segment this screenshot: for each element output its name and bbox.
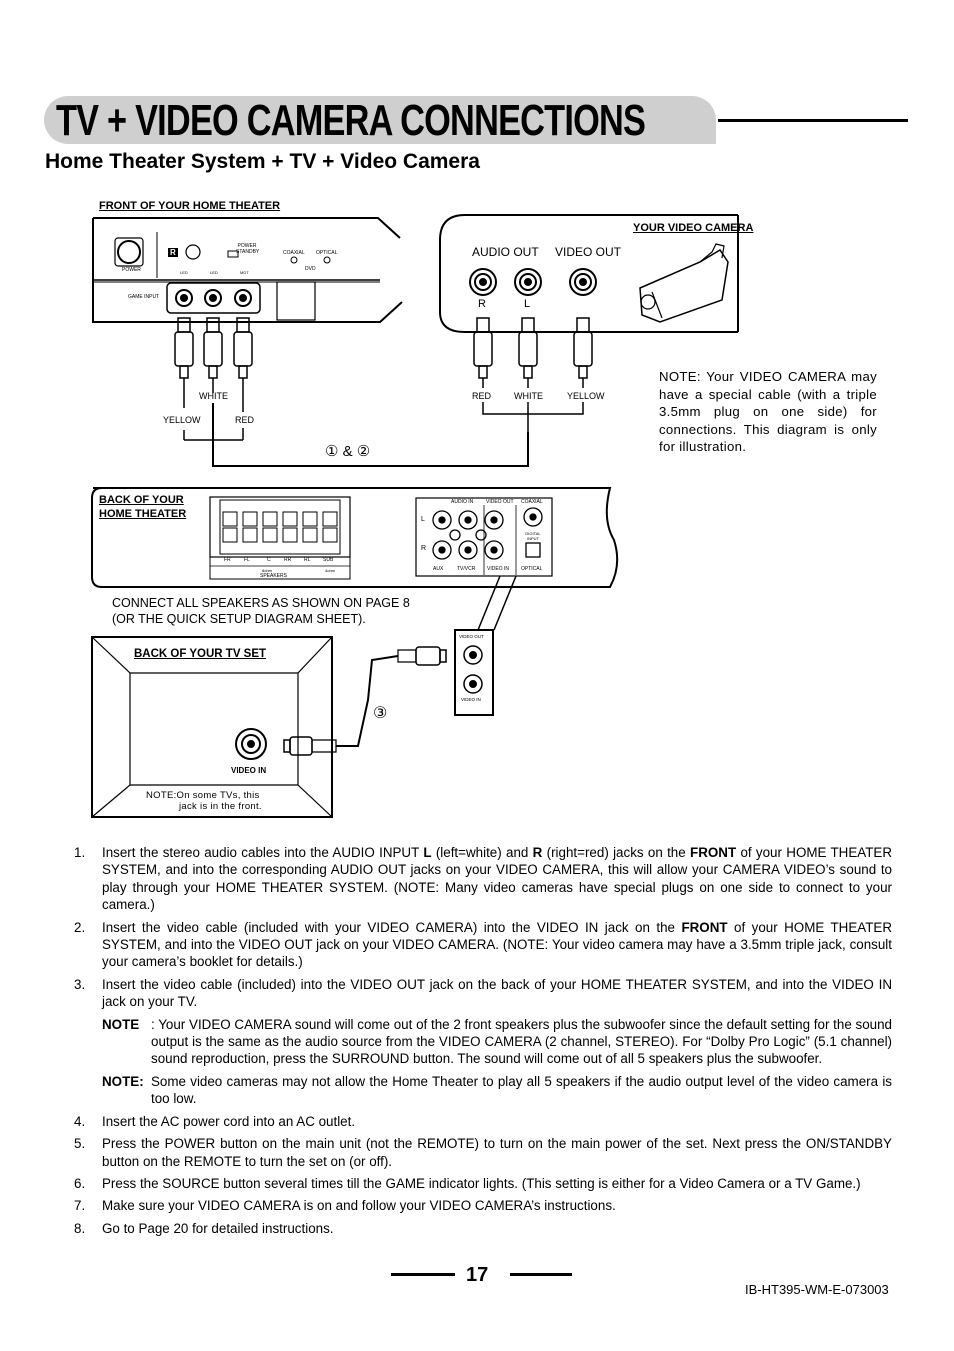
page-number: 17 <box>466 1264 489 1286</box>
back-panel-title-1: BACK OF YOUR <box>99 494 184 506</box>
connect-note-line-1: CONNECT ALL SPEAKERS AS SHOWN ON PAGE 8 <box>112 596 410 610</box>
back-tv-vcr: TV/VCR <box>457 566 476 572</box>
document-code: IB-HT395-WM-E-073003 <box>745 1282 889 1297</box>
led-label-2: LED <box>210 270 218 275</box>
title-banner <box>44 96 716 144</box>
camera-red-label: RED <box>472 391 492 401</box>
camera-white-label: WHITE <box>514 391 543 401</box>
back-digital-input: DIGITAL INPUT <box>525 531 541 541</box>
list-item: 5. Press the POWER button on the main un… <box>74 1136 892 1169</box>
camera-title: YOUR VIDEO CAMERA <box>633 222 754 234</box>
front-red-label: RED <box>235 415 255 425</box>
optical-label: OPTICAL <box>316 250 338 256</box>
back-audio-in: AUDIO IN <box>451 499 474 505</box>
connect-note-line-2: (OR THE QUICK SETUP DIAGRAM SHEET). <box>112 612 366 626</box>
note-block: NOTE : Your VIDEO CAMERA sound will come… <box>102 1016 892 1067</box>
back-optical: OPTICAL <box>521 566 543 572</box>
connection-diagram: FRONT OF YOUR HOME THEATER POWER R POWER… <box>0 190 954 830</box>
power-standby-label: POWER STANDBY <box>236 243 260 255</box>
back-r: R <box>421 545 427 552</box>
page-number-rule-right <box>510 1273 572 1276</box>
section-subtitle: Home Theater System + TV + Video Camera <box>45 150 480 173</box>
back-panel-title-2: HOME THEATER <box>99 508 187 520</box>
page-number-rule-left <box>391 1273 455 1276</box>
camera-video-out: VIDEO OUT <box>555 245 622 259</box>
camera-r-label: R <box>478 298 486 310</box>
instructions-list: 1. Insert the stereo audio cables into t… <box>74 844 892 1242</box>
game-input-label: GAME INPUT <box>128 294 160 300</box>
title-rule <box>718 119 908 122</box>
r-badge: R <box>168 248 178 257</box>
list-item: 1. Insert the stereo audio cables into t… <box>74 845 893 913</box>
back-video-in: VIDEO IN <box>487 566 509 572</box>
list-item: 4. Insert the AC power cord into an AC o… <box>74 1113 356 1129</box>
tv-title: BACK OF YOUR TV SET <box>134 648 267 660</box>
coaxial-label: COAXIAL <box>283 250 305 256</box>
note-block: NOTE: Some video cameras may not allow t… <box>102 1073 892 1107</box>
dvd-label: DVD <box>305 266 316 272</box>
list-item: 3. Insert the video cable (included) int… <box>74 976 892 1010</box>
camera-note: NOTE: Your VIDEO CAMERA may have a speci… <box>659 369 877 454</box>
list-item: 8. Go to Page 20 for detailed instructio… <box>74 1220 334 1236</box>
tv-note-line-2: jack is in the front. <box>179 801 262 812</box>
speakers-label: SPEAKERS <box>260 573 287 579</box>
list-item: 7. Make sure your VIDEO CAMERA is on and… <box>74 1198 616 1214</box>
back-aux: AUX <box>433 566 444 572</box>
speaker-8ohm: 8ohm <box>262 568 273 573</box>
step-marker-3: ③ <box>373 705 388 722</box>
list-item: 2. Insert the video cable (included with… <box>74 919 892 970</box>
led-label-1: LED <box>180 270 188 275</box>
zoom-video-out: VIDEO OUT <box>459 634 484 639</box>
back-video-out: VIDEO OUT <box>486 499 514 505</box>
tv-video-in-label: VIDEO IN <box>231 766 267 775</box>
back-l: L <box>421 516 425 523</box>
back-coaxial: COAXIAL <box>521 499 543 505</box>
speaker-fl: FL <box>244 557 250 563</box>
camera-l-label: L <box>524 298 531 310</box>
front-yellow-label: YELLOW <box>163 415 201 425</box>
diagram-drawing <box>91 214 739 818</box>
camera-audio-out: AUDIO OUT <box>472 245 539 259</box>
tv-note-line-1: NOTE:On some TVs, this <box>146 790 260 801</box>
page-title: TV + VIDEO CAMERA CONNECTIONS <box>56 96 646 145</box>
speaker-c: C <box>267 557 271 563</box>
list-item: 6. Press the SOURCE button several times… <box>74 1175 861 1191</box>
zoom-video-in: VIDEO IN <box>461 697 481 702</box>
led-label-3: MDT <box>240 270 249 275</box>
connect-speakers-note: CONNECT ALL SPEAKERS AS SHOWN ON PAGE 8 … <box>112 595 410 627</box>
front-panel-title: FRONT OF YOUR HOME THEATER <box>99 200 281 212</box>
speaker-4ohm: 4ohm <box>325 568 336 573</box>
step-marker-1-2: ① & ② <box>325 443 371 460</box>
speaker-rr: RR <box>284 557 292 563</box>
speaker-fr: FR <box>224 557 231 563</box>
power-label: POWER <box>122 267 141 273</box>
speaker-sub: SUB <box>323 557 334 563</box>
speaker-rl: RL <box>304 557 311 563</box>
front-white-label: WHITE <box>199 391 228 401</box>
camera-yellow-label: YELLOW <box>567 391 605 401</box>
